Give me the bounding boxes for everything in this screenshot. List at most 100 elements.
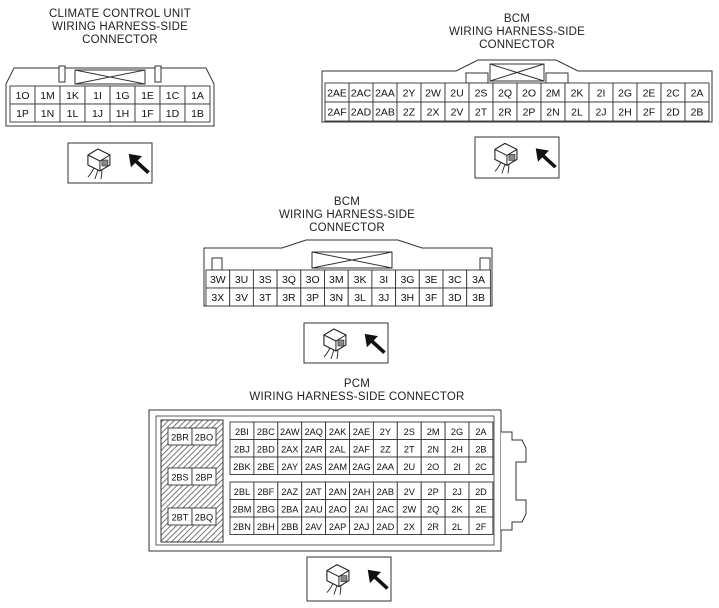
bcm2-pin-label: 3N (330, 292, 343, 304)
pcm-pin-cell: 2AR (301, 439, 327, 458)
bcm1-pin-cell: 2M (540, 82, 566, 103)
pcm-pin-label: 2BE (257, 462, 274, 472)
pcm-pin-cell: 2AX (277, 439, 303, 458)
bcm1-pin-label: 2Y (403, 88, 416, 100)
pcm-pin-cell: 2AS (301, 456, 327, 475)
pcm-title-line-1: PCM (343, 378, 371, 390)
bcm1-pin-cell: 2X (420, 101, 446, 122)
bcm1-lock-tab (489, 63, 545, 82)
bcm1-pin-cell: 2J (588, 101, 614, 122)
bcm1-pin-cell: 2F (636, 101, 662, 122)
pcm-pin-label: 2AO (328, 504, 346, 514)
pcm-pin-label: 2H (451, 444, 463, 454)
pcm-pin-cell: 2AM (325, 456, 350, 475)
pcm-side-latch (501, 431, 527, 531)
bcm1-pin-cell: 2N (540, 101, 566, 122)
pcm-pin-cell: 2F (468, 516, 494, 535)
pcm-pin-label: 2G (451, 427, 463, 437)
pcm-pin-label: 2P (428, 487, 439, 497)
bcm2-pin-label: 3P (306, 292, 319, 304)
pcm-pin-cell: 2AC (372, 499, 398, 518)
bcm1-pin-label: 2F (643, 107, 655, 119)
pcm-pin-cell: 2AG (349, 456, 374, 475)
ccu-pin-label: 1A (191, 90, 204, 102)
bcm1-pin-label: 2V (451, 107, 464, 119)
ccu-pin-cell: 1F (134, 103, 161, 123)
ccu-pin-cell: 1H (109, 103, 136, 123)
bcm2-pin-label: 3D (448, 292, 462, 304)
pcm-pin-label: 2Q (427, 504, 439, 514)
pcm-pin-label: 2BL (234, 487, 250, 497)
bcm1-pin-label: 2R (498, 107, 512, 119)
pcm-side-pin-cell: 2BR (167, 427, 193, 446)
pcm-pin-cell: 2AW (277, 421, 303, 440)
bcm2-pin-label: 3J (378, 292, 389, 304)
bcm2-pin-cell: 3S (252, 269, 278, 289)
bcm1-pin-label: 2T (475, 107, 488, 119)
bcm1-pin-cell: 2K (564, 82, 590, 103)
pcm-pin-cell: 2BC (253, 421, 279, 440)
ccu-title-line-3: CONNECTOR (82, 34, 158, 46)
pcm-pin-cell: 2AV (301, 516, 327, 535)
pcm-pin-label: 2BD (257, 444, 275, 454)
pcm-pin-label: 2Z (380, 444, 391, 454)
bcm1-pin-label: 2A (691, 88, 704, 100)
pcm-pin-cell: 2R (420, 516, 446, 535)
bcm2-pin-cell: 3R (276, 287, 302, 307)
pcm-side-pin-label: 2BT (172, 513, 189, 523)
ccu-pin-cell: 1P (9, 103, 36, 123)
pcm-pin-cell: 2AP (325, 516, 350, 535)
bcm2-pin-label: 3K (354, 274, 367, 286)
bcm2-pin-cell: 3V (229, 287, 254, 307)
ccu-pin-cell: 1L (59, 103, 86, 123)
pcm-pin-cell: 2BA (277, 499, 303, 518)
ccu-pin-cell: 1E (134, 85, 161, 105)
bcm1-pin-label: 2Z (403, 107, 416, 119)
pcm-pin-cell: 2AF (349, 439, 374, 458)
pcm-pin-cell: 2AB (372, 481, 398, 500)
pcm-pin-cell: 2P (420, 481, 446, 500)
pcm-title: PCM WIRING HARNESS-SIDE CONNECTOR (207, 378, 507, 404)
bcm2-pin-label: 3A (472, 274, 485, 286)
bcm2-pin-cell: 3H (395, 287, 420, 307)
pcm-side-pin-label: 2BO (195, 433, 213, 443)
ccu-latch-right (154, 65, 162, 83)
pcm-pin-label: 2AX (281, 444, 298, 454)
ccu-pin-label: 1J (92, 108, 103, 120)
pcm-pin-label: 2AY (281, 462, 298, 472)
bcm1-pin-label: 2M (546, 88, 561, 100)
pcm-side-pin-label: 2BQ (195, 513, 213, 523)
pcm-pin-label: 2BM (232, 504, 251, 514)
bcm2-pin-label: 3I (379, 274, 388, 286)
bcm1-title-line-1: BCM (503, 13, 531, 25)
pcm-housing-inner (155, 415, 495, 546)
bcm2-pin-label: 3U (235, 274, 248, 286)
pcm-pin-cell: 2AY (277, 456, 303, 475)
pcm-pin-label: 2E (475, 504, 486, 514)
bcm2-pin-cell: 3G (395, 269, 420, 289)
bcm2-pin-label: 3R (282, 292, 296, 304)
pcm-pin-cell: 2G (444, 421, 470, 440)
pcm-pin-cell: 2J (444, 481, 470, 500)
bcm2-title: BCM WIRING HARNESS-SIDE CONNECTOR (247, 196, 447, 235)
bcm1-pin-cell: 2AC (348, 82, 374, 103)
pcm-pin-cell: 2AJ (349, 516, 374, 535)
bcm2-pin-label: 3M (329, 274, 344, 286)
bcm2-pin-cell: 3D (442, 287, 468, 307)
bcm2-pin-label: 3E (425, 274, 438, 286)
bcm1-title: BCM WIRING HARNESS-SIDE CONNECTOR (417, 13, 617, 52)
pcm-pin-label: 2U (403, 462, 415, 472)
pcm-pin-label: 2BC (257, 427, 275, 437)
pcm-side-pin-label: 2BS (171, 473, 188, 483)
bcm2-pin-label: 3L (354, 292, 366, 304)
pcm-pin-cell: 2AU (301, 499, 327, 518)
bcm2-view-direction-icon (303, 322, 389, 364)
pcm-pin-cell: 2I (444, 456, 470, 475)
bcm2-pin-cell: 3K (347, 269, 373, 289)
pcm-pin-label: 2S (404, 427, 415, 437)
pcm-pin-label: 2AF (353, 444, 370, 454)
